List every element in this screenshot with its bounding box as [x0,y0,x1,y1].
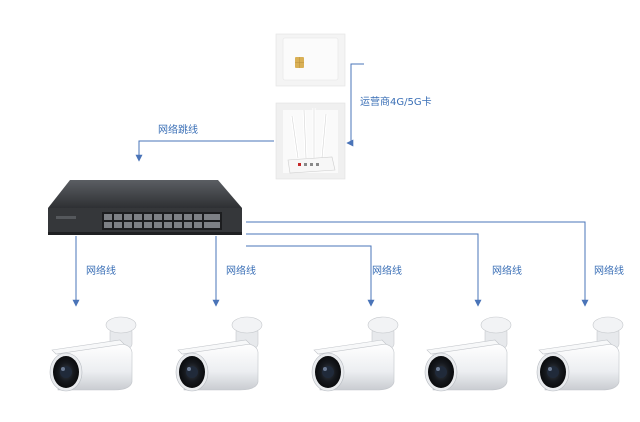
cable-label-2: 网络线 [226,266,256,277]
cctv-camera-icon [536,316,624,392]
router-icon [275,102,346,180]
connection-lines [72,63,589,307]
patch-cable-line [135,140,274,162]
cable-label-5: 网络线 [594,266,624,277]
cable-label-4: 网络线 [492,266,522,277]
sim-to-router-line [346,63,364,147]
cctv-camera-icon [175,316,263,392]
cable-line-3 [246,245,375,307]
patch-cable-label: 网络跳线 [158,125,198,136]
sim-card-label: 运营商4G/5G卡 [360,97,432,108]
cable-label-3: 网络线 [372,266,402,277]
network-switch-icon [48,180,242,235]
sim-card-icon [275,33,346,87]
cctv-camera-icon [311,316,399,392]
cable-line-4 [246,233,482,307]
cable-label-1: 网络线 [86,266,116,277]
cctv-camera-icon [49,316,137,392]
cctv-camera-icon [424,316,512,392]
cable-line-5 [246,221,589,307]
